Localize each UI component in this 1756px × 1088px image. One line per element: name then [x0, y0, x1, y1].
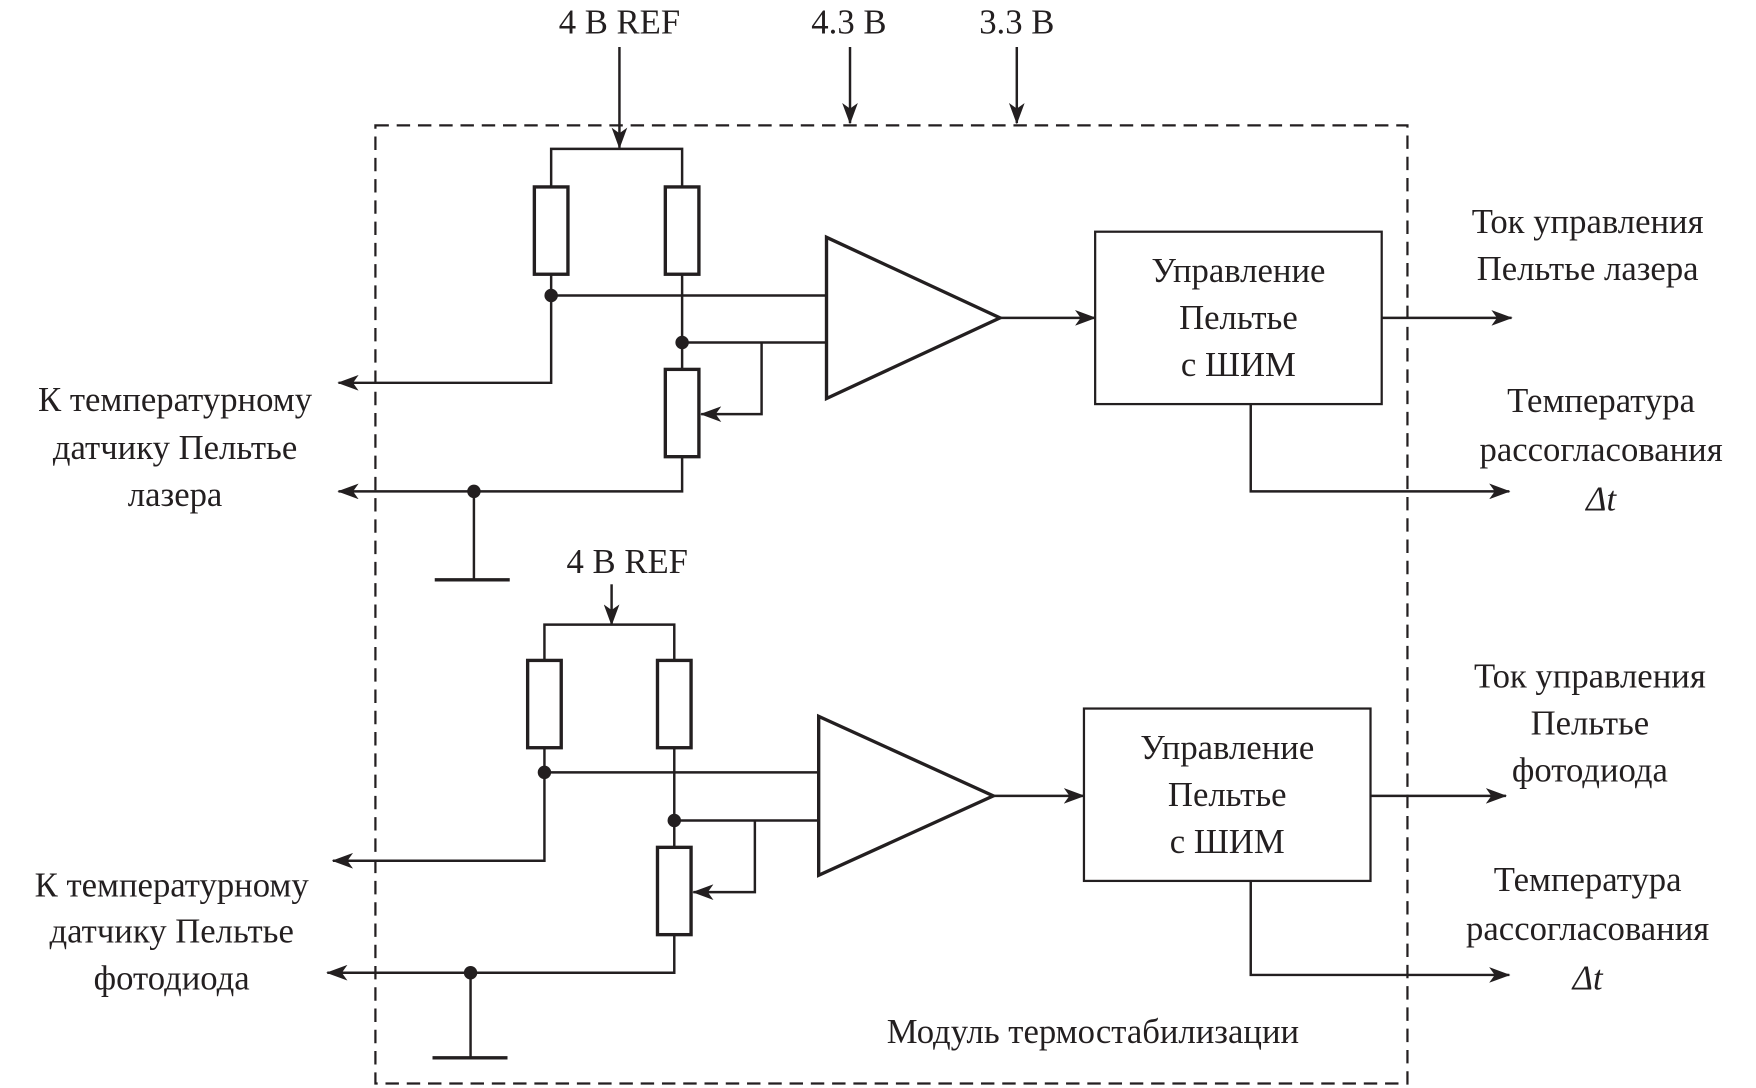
junction-dot [667, 813, 681, 828]
module-boundary [374, 124, 1409, 1085]
output-current-line1: Ток управления [1474, 656, 1706, 695]
controller-label-line2: Пельтье [1168, 775, 1287, 814]
sensor-label-line3: фотодиода [94, 958, 250, 997]
wire-ground-line [326, 934, 676, 981]
potentiometer-wiper [700, 342, 763, 422]
potentiometer [655, 845, 693, 937]
resistor-right [655, 658, 693, 750]
output-error-line3: Δt [1571, 958, 1604, 997]
output-current-line2: Пельтье [1531, 703, 1650, 742]
controller-label-line1: Управление [1140, 728, 1314, 767]
resistor-right [663, 185, 701, 276]
supply-input-3v3: 3.3 В [979, 3, 1054, 125]
supply-label-4v3: 4.3 В [811, 3, 886, 42]
output-error-line1: Температура [1494, 860, 1682, 899]
channel-laser: Управление Пельтье с ШИМ К температурном… [38, 147, 1723, 582]
potentiometer [663, 367, 701, 459]
junction-dot [537, 765, 552, 780]
wire-ground-line [337, 456, 684, 500]
wire-sensor-node [331, 747, 546, 869]
controller-label-line3: с ШИМ [1181, 345, 1296, 384]
potentiometer-wiper [692, 820, 757, 900]
output-error-arrow [1249, 880, 1511, 983]
supply-label-3v3: 3.3 В [979, 3, 1054, 42]
output-current-line3: фотодиода [1512, 750, 1668, 789]
output-error-line3: Δt [1584, 479, 1617, 518]
output-current-line2: Пельтье лазера [1477, 249, 1699, 288]
sensor-label-line1: К температурному [38, 380, 313, 419]
resistor-left [532, 185, 570, 276]
sensor-label-line2: датчику Пельтье [53, 428, 297, 467]
controller-label-line2: Пельтье [1179, 298, 1298, 337]
controller-label-line3: с ШИМ [1170, 822, 1285, 861]
output-error-line1: Температура [1507, 381, 1695, 420]
op-amp [824, 234, 1004, 402]
output-error-arrow [1249, 404, 1511, 500]
supply-label-ref: 4 В REF [559, 3, 680, 42]
supply-input-ref: 4 В REF [559, 3, 680, 149]
wire-sensor-node [337, 274, 553, 391]
output-error-line2: рассогласования [1466, 909, 1709, 948]
supply-input-4v3: 4.3 В [811, 3, 886, 125]
junction-dot [544, 288, 558, 303]
controller-label-line1: Управление [1151, 251, 1325, 290]
module-title: Модуль термостабилизации [887, 1012, 1299, 1051]
sensor-label-line1: К температурному [35, 866, 310, 905]
sensor-label-line3: лазера [128, 475, 223, 514]
sensor-label-line2: датчику Пельтье [50, 911, 294, 950]
output-error-line2: рассогласования [1480, 430, 1723, 469]
ref-label: 4 В REF [567, 542, 688, 581]
resistor-left [525, 658, 563, 750]
ref-bus [543, 623, 676, 661]
ref-bus [549, 147, 684, 187]
op-amp [816, 713, 998, 878]
channel-photodiode: Управление Пельтье с ШИМ К температурном… [35, 584, 1709, 1060]
output-current-line1: Ток управления [1472, 202, 1704, 241]
pwm-controller-box [1082, 707, 1372, 883]
junction-dot [675, 335, 689, 350]
